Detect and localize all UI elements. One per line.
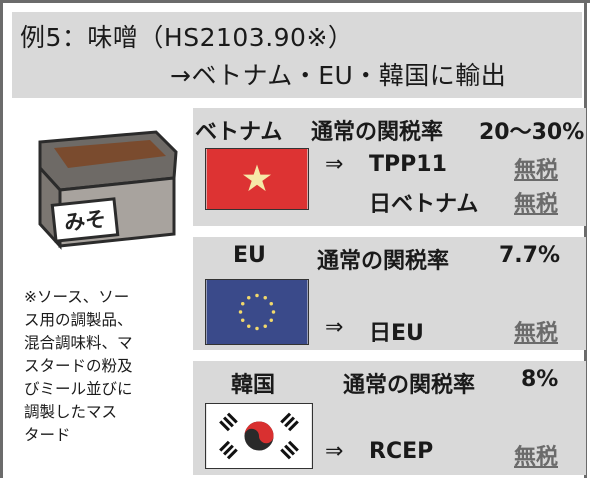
vietnam-tpp11-result: 無税 xyxy=(514,158,559,183)
title-line-1: 例5：味噌（HS2103.90※） xyxy=(20,23,354,52)
eu-flag xyxy=(205,279,309,345)
korea-agreement-rcep: RCEP xyxy=(369,439,434,464)
vietnam-agreement-tpp11: TPP11 xyxy=(369,152,447,177)
korea-arrow: ⇒ xyxy=(325,439,344,464)
korea-panel: 韓国 通常の関税率 8% ⇒ RCEP 無税 xyxy=(193,361,586,475)
vietnam-agreement-jv: 日ベトナム xyxy=(369,192,479,217)
eu-agreement-jeu: 日EU xyxy=(369,321,424,346)
frame-top-rule xyxy=(0,0,590,3)
eu-country-label: EU xyxy=(233,243,266,268)
title-banner: 例5：味噌（HS2103.90※） →ベトナム・EU・韓国に輸出 xyxy=(12,12,582,98)
footnote-line: ※ソース、ソー xyxy=(24,288,130,306)
miso-label: みそ xyxy=(63,207,107,235)
korea-rate-label: 通常の関税率 xyxy=(343,373,476,398)
miso-container-icon: みそ xyxy=(38,130,178,250)
eu-panel: EU 通常の関税率 7.7% ⇒ 日EU 無税 xyxy=(193,237,586,350)
vietnam-flag xyxy=(205,148,309,210)
footnote: ※ソース、ソー ス用の調製品、 混合調味料、マ スタードの粉及 びミール並びに … xyxy=(24,286,184,447)
korea-flag xyxy=(205,403,313,469)
korea-rcep-result: 無税 xyxy=(514,445,559,470)
vietnam-country-label: ベトナム xyxy=(195,120,283,145)
eu-stars xyxy=(238,293,276,331)
vietnam-rate-label: 通常の関税率 xyxy=(311,120,444,145)
footnote-line: 調製したマス xyxy=(24,403,118,421)
star-icon xyxy=(242,164,272,192)
eu-jeu-result: 無税 xyxy=(514,321,559,346)
eu-rate-value: 7.7% xyxy=(499,243,561,268)
eu-arrow: ⇒ xyxy=(325,315,344,340)
footnote-line: ス用の調製品、 xyxy=(24,311,133,329)
korea-country-label: 韓国 xyxy=(231,373,276,398)
vietnam-jv-result: 無税 xyxy=(514,192,559,217)
vietnam-rate-value: 20〜30% xyxy=(479,120,585,145)
korea-trigrams xyxy=(219,412,299,460)
footnote-line: タード xyxy=(24,426,71,444)
eu-rate-label: 通常の関税率 xyxy=(317,249,450,274)
footnote-line: びミール並びに xyxy=(24,380,133,398)
korea-rate-value: 8% xyxy=(521,367,559,392)
footnote-line: スタードの粉及 xyxy=(24,357,133,375)
footnote-line: 混合調味料、マ xyxy=(24,334,133,352)
vietnam-panel: ベトナム 通常の関税率 20〜30% ⇒ TPP11 無税 日ベトナム 無税 xyxy=(193,108,586,226)
vietnam-arrow: ⇒ xyxy=(325,152,344,177)
title-line-2: →ベトナム・EU・韓国に輸出 xyxy=(170,61,507,90)
